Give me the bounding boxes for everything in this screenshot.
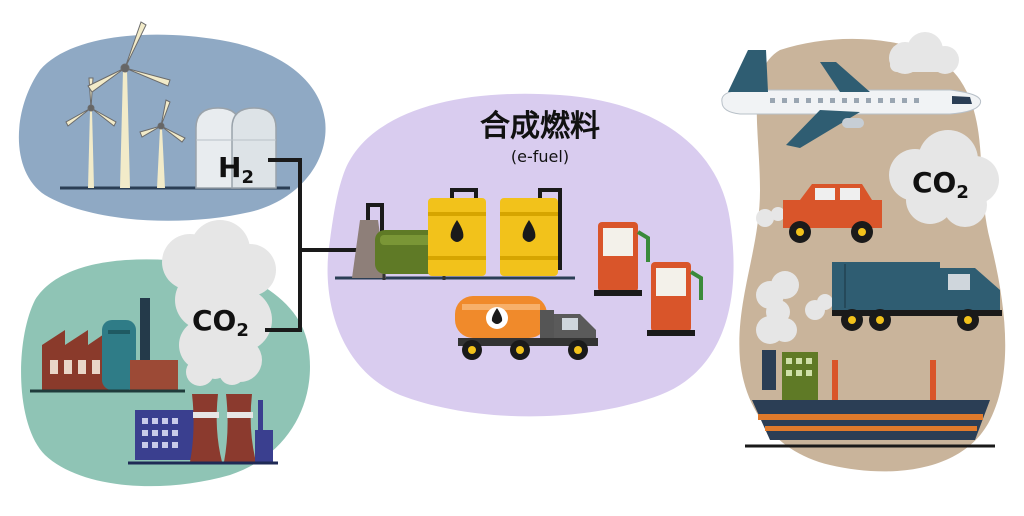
oil-drop-icon bbox=[450, 220, 464, 242]
turbine-blades-2 bbox=[87, 21, 171, 93]
smoke-over-towers bbox=[186, 351, 257, 386]
turbine-tower-1 bbox=[88, 110, 94, 188]
wind-turbines bbox=[60, 21, 290, 190]
h2-label: H2 bbox=[218, 151, 254, 188]
car bbox=[756, 184, 882, 243]
smoke-clouds-left bbox=[162, 220, 276, 382]
turbine-blades-3 bbox=[139, 99, 186, 143]
airplane bbox=[721, 50, 982, 148]
co2-label-left: CO2 bbox=[192, 304, 249, 341]
power-plant bbox=[128, 394, 278, 465]
efuel-title: 合成燃料 bbox=[480, 109, 600, 144]
hydrogen-blob bbox=[18, 34, 326, 221]
turbine-tower-3 bbox=[157, 128, 165, 188]
turbine-blades-1 bbox=[65, 77, 117, 127]
hydrogen-tanks: H2 bbox=[195, 107, 277, 189]
fuel-drums bbox=[428, 198, 558, 276]
efuel-subtitle: (e-fuel) bbox=[511, 147, 569, 166]
cloud-top-right bbox=[889, 32, 959, 74]
truck bbox=[805, 262, 1002, 331]
co2-cloud-right bbox=[889, 130, 999, 227]
factory-buildings bbox=[30, 298, 185, 393]
turbine-tower-2 bbox=[120, 70, 130, 188]
oil-drop-icon bbox=[522, 220, 536, 242]
tanker-truck bbox=[455, 296, 598, 360]
ship-smoke bbox=[756, 271, 799, 344]
fuel-pumps bbox=[594, 222, 703, 336]
cargo-ship bbox=[745, 350, 995, 448]
oil-drop-icon bbox=[491, 308, 503, 324]
co2-label-right: CO2 bbox=[912, 166, 969, 203]
